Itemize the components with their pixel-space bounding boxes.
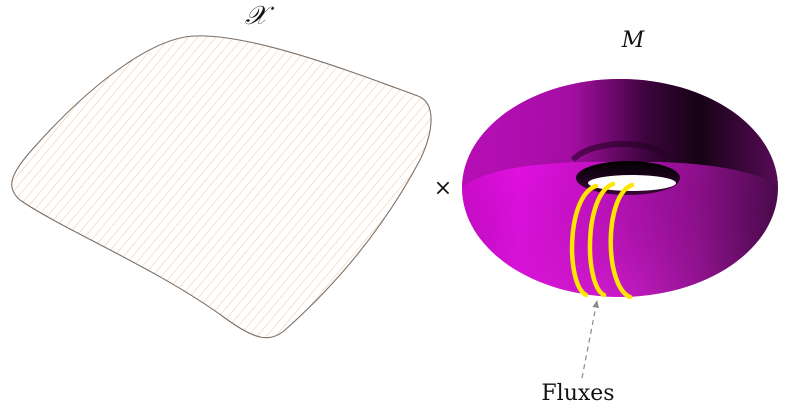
space-x-region	[11, 35, 432, 339]
product-sign: ×	[434, 176, 452, 201]
flux-ring-3	[608, 182, 635, 300]
flux-ring-2	[587, 181, 616, 298]
flux-ring-1	[569, 183, 599, 298]
torus-inner-ridge	[570, 140, 673, 163]
manifold-label: M	[621, 28, 645, 53]
fluxes-label: Fluxes	[541, 381, 614, 406]
torus-manifold	[462, 79, 778, 297]
flux-rings	[569, 181, 635, 300]
fluxes-arrow	[581, 300, 600, 379]
space-x-label: 𝒳	[245, 1, 275, 31]
